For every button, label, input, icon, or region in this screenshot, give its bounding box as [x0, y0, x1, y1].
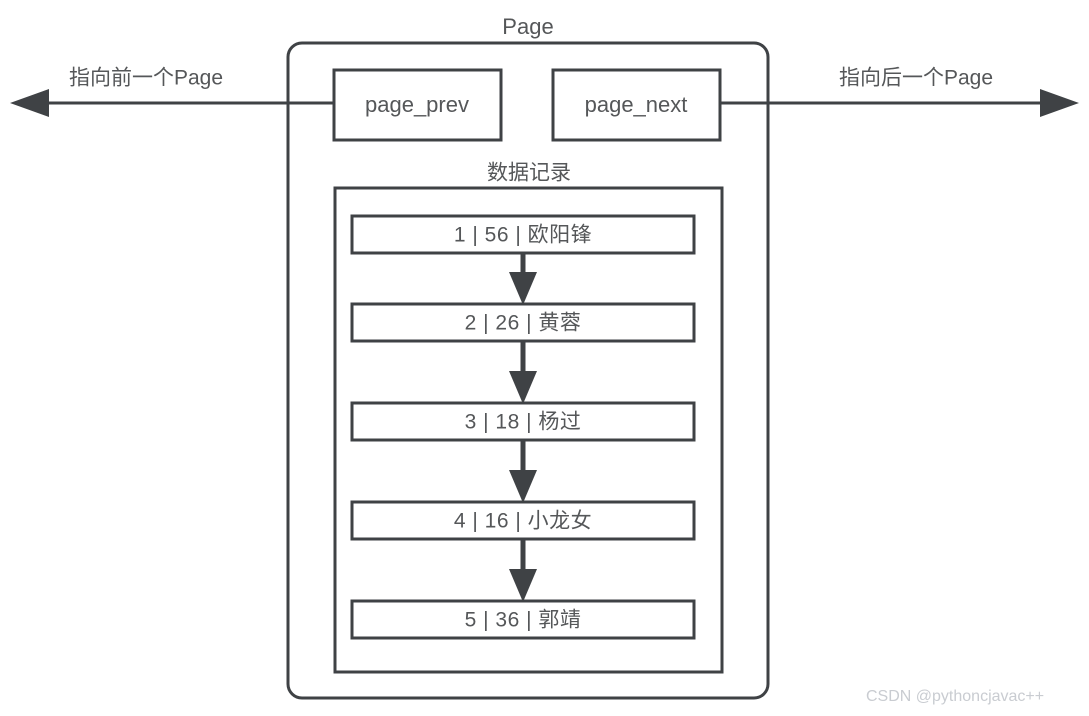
- record-label-2: 2 | 26 | 黄蓉: [464, 311, 582, 335]
- watermark-text: CSDN @pythoncjavac++: [866, 688, 1045, 705]
- records-container-box: [333, 186, 724, 674]
- page-container-box: [286, 41, 770, 700]
- page-next-label: page_next: [584, 92, 688, 117]
- page-title: Page: [502, 14, 554, 39]
- record-link-arrow-1-2: [509, 253, 537, 305]
- record-box-3: [350, 401, 696, 442]
- prev-pointer-arrow: [10, 89, 340, 117]
- record-box-4: [350, 500, 696, 541]
- record-box-2: [350, 302, 696, 343]
- page-next-box: [551, 68, 722, 142]
- page-prev-box: [332, 68, 503, 142]
- next-pointer-caption: 指向后一个Page: [838, 66, 994, 90]
- record-link-arrow-2-3: [509, 341, 537, 404]
- record-link-arrow-4-5: [509, 539, 537, 602]
- record-box-1: [350, 214, 696, 255]
- records-group-label: 数据记录: [487, 161, 571, 185]
- page-prev-label: page_prev: [365, 92, 469, 117]
- record-link-arrow-3-4: [509, 440, 537, 503]
- prev-pointer-caption: 指向前一个Page: [68, 66, 224, 90]
- record-label-5: 5 | 36 | 郭靖: [464, 608, 582, 632]
- record-label-4: 4 | 16 | 小龙女: [453, 509, 593, 533]
- record-label-3: 3 | 18 | 杨过: [464, 410, 582, 434]
- record-label-1: 1 | 56 | 欧阳锋: [453, 223, 593, 247]
